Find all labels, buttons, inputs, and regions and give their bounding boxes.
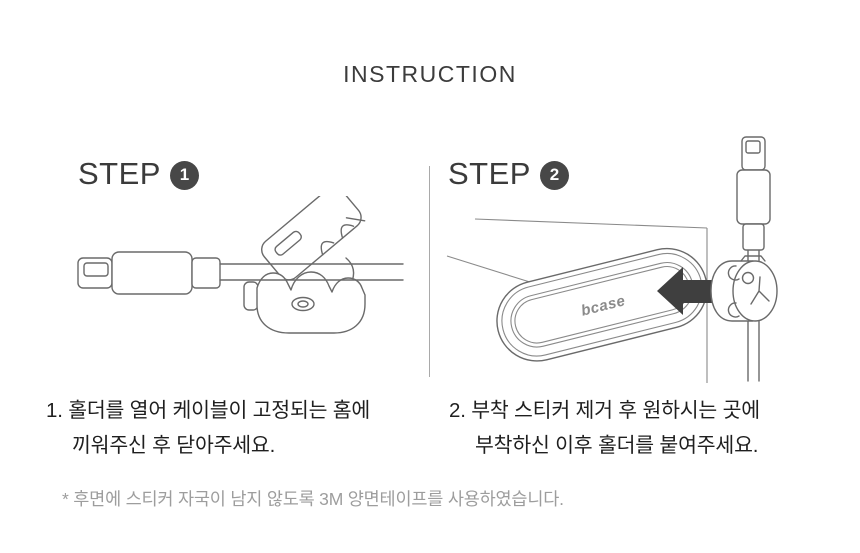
step1-label: STEP	[78, 156, 161, 191]
cable-holder-closed-icon	[710, 255, 778, 322]
arrow-left-icon	[657, 267, 725, 315]
step2-label: STEP	[448, 156, 531, 191]
footnote: * 후면에 스티커 자국이 남지 않도록 3M 양면테이프를 사용하였습니다.	[62, 489, 564, 509]
step2-number-badge: 2	[539, 160, 569, 190]
step2-illustration-attach-holder-to-base: bcase	[446, 136, 778, 383]
adhesive-base-plate-icon: bcase	[496, 247, 708, 362]
step1-text-line1: 1. 홀더를 열어 케이블이 고정되는 홈에	[46, 399, 371, 422]
step2-text-line1: 2. 부착 스티커 제거 후 원하시는 곳에	[449, 399, 760, 422]
holder-lid-open-icon	[261, 196, 366, 281]
page-title: INSTRUCTION	[343, 61, 517, 87]
step1-illustration-open-holder-with-cable	[77, 196, 404, 334]
step1-text-line2: 끼워주신 후 닫아주세요.	[72, 434, 276, 457]
step1-number-badge: 1	[169, 160, 199, 190]
step2-text-line2: 부착하신 이후 홀더를 붙여주세요.	[475, 434, 759, 457]
step2-instruction-text: 2. 부착 스티커 제거 후 원하시는 곳에 부착하신 이후 홀더를 붙여주세요…	[449, 393, 760, 463]
holder-base-icon	[243, 271, 366, 334]
step1-instruction-text: 1. 홀더를 열어 케이블이 고정되는 홈에 끼워주신 후 닫아주세요.	[46, 393, 370, 463]
column-divider	[429, 166, 430, 377]
step1-header: STEP 1	[78, 158, 199, 190]
wall-corner-lines-icon	[446, 218, 708, 383]
lightning-connector-icon	[77, 251, 221, 295]
step2-header: STEP 2	[448, 158, 569, 190]
cable-icon	[219, 263, 404, 281]
